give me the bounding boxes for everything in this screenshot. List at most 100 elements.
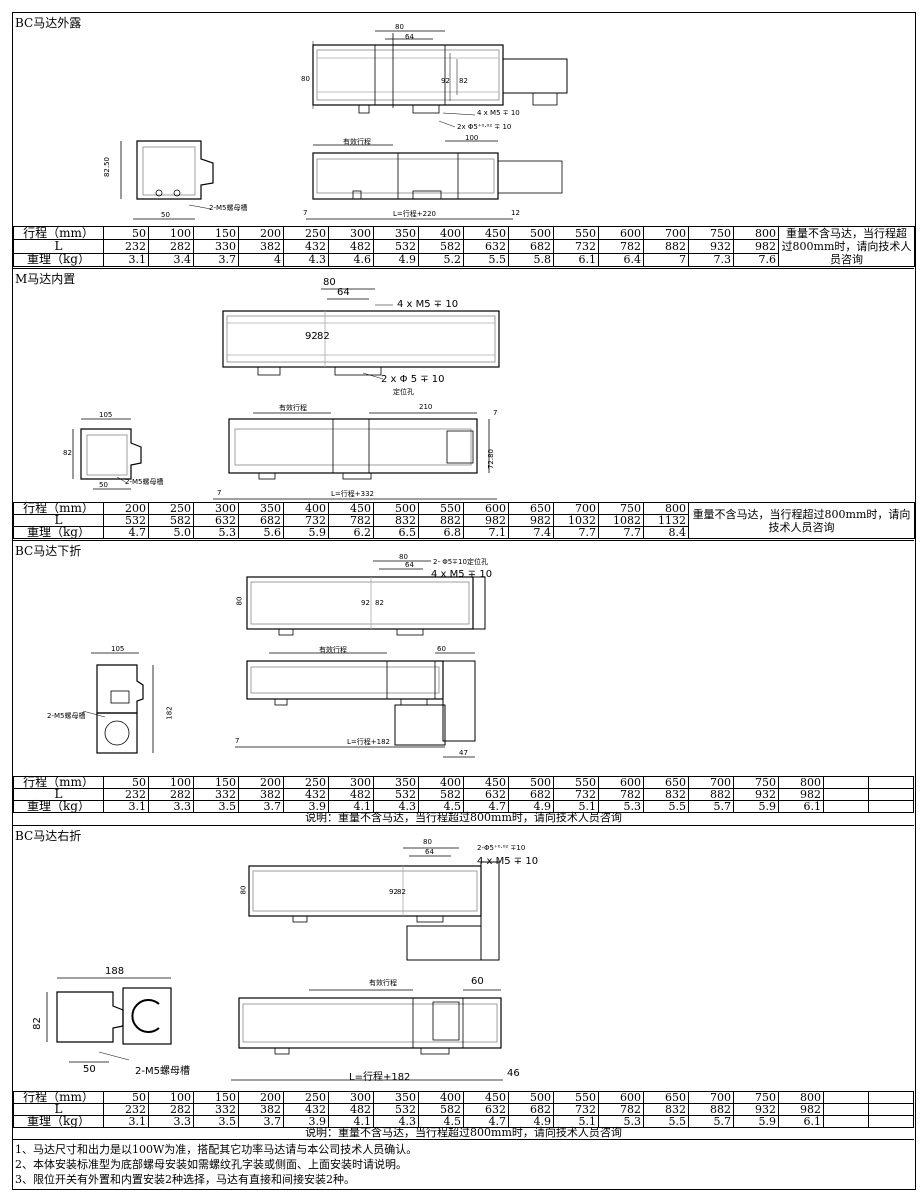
dim-side-h: 182 (165, 706, 174, 720)
drawing-bc-motor-fold-down (82, 560, 486, 758)
table-cell: 600 (463, 502, 509, 515)
table-cell: 650 (643, 776, 689, 789)
table-cell: 3.1 (103, 252, 149, 268)
table-cell: 5.9 (733, 800, 779, 813)
dim-slot: 2-M5螺母槽 (47, 712, 86, 720)
table-cell: 7 (643, 252, 689, 268)
table-cell: 500 (373, 502, 419, 515)
table-cell: 6.2 (328, 526, 374, 539)
table-cell: 732 (283, 514, 329, 527)
table-cell: 4.3 (283, 252, 329, 268)
table-cell (868, 800, 914, 813)
table-cell (868, 1091, 914, 1104)
table-cell: 232 (103, 239, 149, 254)
dim-h82: 82 (375, 599, 384, 607)
table-cell: 682 (508, 239, 554, 254)
table-cell: 5.5 (643, 1115, 689, 1128)
table-cell: 632 (193, 514, 239, 527)
table-cell: 5.3 (598, 1115, 644, 1128)
remark: 说明：重量不含马达，当行程超过800mm时，请向技术人员咨询 (305, 811, 622, 824)
table-cell: 50 (103, 225, 149, 241)
section-bc-motor-fold-right: BC马达右折 2-Φ5⁺⁰·⁰² ∓10 80 64 (13, 826, 914, 1140)
dim-h82: 82 (459, 77, 468, 85)
footnotes: 1、马达尺寸和出力是以100W为准，搭配其它功率马达请与本公司技术人员确认。 2… (15, 1142, 417, 1187)
row-label: 行程（mm） (13, 225, 104, 241)
table-cell: 982 (508, 514, 554, 527)
dim-pin: 2x Φ5⁺⁰·⁰² ∓ 10 (457, 123, 512, 131)
table-cell: 800 (778, 776, 824, 789)
table-cell: 5.2 (418, 252, 464, 268)
table-cell: 150 (193, 1091, 239, 1104)
table-cell (823, 1103, 869, 1116)
table-cell: 4.7 (103, 526, 149, 539)
table-note: 重量不含马达，当行程超过800mm时，请向技术人员咨询 (688, 502, 915, 539)
dim-64: 64 (337, 287, 350, 298)
table-cell: 732 (553, 239, 599, 254)
table-cell: 932 (688, 239, 734, 254)
table-cell: 232 (103, 788, 149, 801)
table-cell: 5.0 (148, 526, 194, 539)
table-cell: 832 (643, 1103, 689, 1116)
table-cell: 3.4 (148, 252, 194, 268)
table-cell: 632 (463, 1103, 509, 1116)
table-cell: 7.7 (553, 526, 599, 539)
dim-L: L=行程+220 (393, 210, 436, 218)
table-cell: 782 (328, 514, 374, 527)
table-cell: 982 (733, 239, 779, 254)
dim-80: 80 (323, 277, 336, 288)
table-cell: 982 (778, 1103, 824, 1116)
dim-64: 64 (425, 848, 434, 856)
dim-slot: 2-M5螺母槽 (125, 478, 164, 486)
dim-pin: 2-Φ5⁺⁰·⁰² ∓10 (477, 844, 526, 852)
dim-h80: 80 (301, 75, 310, 83)
table-cell: 700 (688, 776, 734, 789)
table-note: 重量不含马达，当行程超过800mm时，请向技术人员咨询 (778, 226, 915, 267)
dim-L: L=行程+332 (331, 490, 374, 498)
table-cell: 3.9 (283, 800, 329, 813)
table-cell: 550 (553, 1091, 599, 1104)
section-bc-motor-exposed: BC马达外露 (13, 13, 915, 269)
table-cell: 150 (193, 776, 239, 789)
table-cell: 932 (733, 1103, 779, 1116)
table-cell: 382 (238, 788, 284, 801)
section-bc-motor-fold-down: BC马达下折 80 80 64 2- Φ (13, 541, 914, 826)
table-cell: 350 (238, 502, 284, 515)
table-cell: 932 (733, 788, 779, 801)
table-cell: 100 (148, 225, 194, 241)
dim-46: 46 (507, 1068, 520, 1079)
row-label: 行程（mm） (13, 1091, 104, 1104)
table-cell: 232 (103, 1103, 149, 1116)
table-cell: 582 (418, 239, 464, 254)
table-cell: 250 (283, 225, 329, 241)
table-cell: 450 (328, 502, 374, 515)
table-cell: 750 (733, 776, 779, 789)
table-cell: 800 (733, 225, 779, 241)
table-cell: 7.4 (508, 526, 554, 539)
section-m-motor-internal: M马达内置 80 64 4 x M (13, 269, 915, 541)
table-cell: 450 (463, 1091, 509, 1104)
dim-h80: 80 (239, 885, 248, 895)
table-cell: 500 (508, 225, 554, 241)
table-cell: 5.3 (193, 526, 239, 539)
table-cell: 600 (598, 1091, 644, 1104)
table-cell: 3.7 (238, 1115, 284, 1128)
table-cell: 550 (553, 776, 599, 789)
row-label: 重理（kg） (13, 800, 104, 813)
dim-100: 100 (465, 134, 479, 142)
dim-stroke: 有效行程 (343, 138, 371, 146)
dim-80: 80 (423, 838, 432, 846)
table-cell: 150 (193, 225, 239, 241)
table-cell: 250 (148, 502, 194, 515)
note-1: 1、马达尺寸和出力是以100W为准，搭配其它功率马达请与本公司技术人员确认。 (15, 1143, 418, 1156)
table-cell: 200 (103, 502, 149, 515)
dim-m5: 4 x M5 ∓ 10 (477, 109, 520, 117)
